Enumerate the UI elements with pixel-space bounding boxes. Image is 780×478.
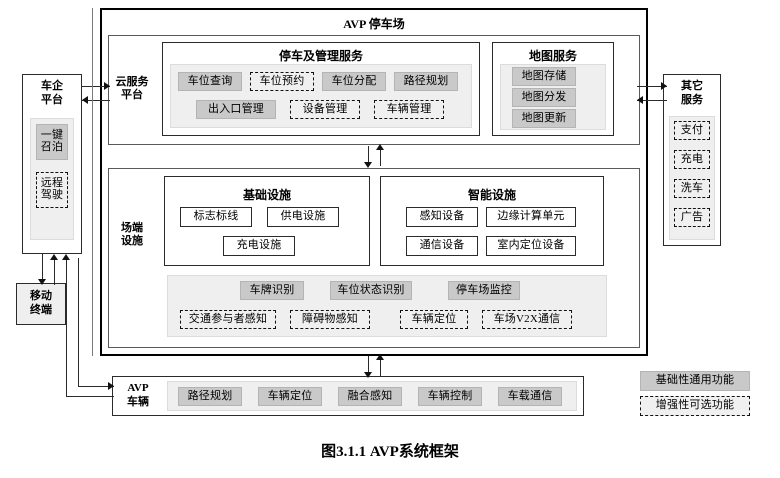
chip-traffic-participant-perception[interactable]: 交通参与者感知 bbox=[180, 310, 276, 329]
chip-charging[interactable]: 充电 bbox=[674, 150, 710, 169]
other-services-label: 其它 服务 bbox=[663, 78, 721, 110]
connector-oem-to-cloud bbox=[82, 86, 110, 87]
chip-plate-recognition[interactable]: 车牌识别 bbox=[240, 281, 304, 300]
chip-car-wash[interactable]: 洗车 bbox=[674, 179, 710, 198]
connector-other-services-to-cloud bbox=[637, 100, 667, 101]
avp-parking-lot-title: AVP 停车场 bbox=[343, 17, 405, 31]
connector-vehicle-to-oem-vertical bbox=[66, 258, 67, 396]
arrowhead-vehicle-to-field bbox=[376, 354, 384, 360]
map-service-box bbox=[492, 42, 614, 136]
oem-platform-label-line1: 车企 bbox=[41, 80, 63, 93]
oem-platform-label-line2: 平台 bbox=[41, 94, 63, 106]
connector-cloud-to-field bbox=[368, 146, 369, 166]
chip-remote-driving[interactable]: 远程 驾驶 bbox=[36, 172, 68, 208]
chip-device-management[interactable]: 设备管理 bbox=[290, 100, 360, 119]
arrowhead-other-services-to-cloud bbox=[637, 96, 643, 104]
chip-one-key-valet-parking[interactable]: 一键 召泊 bbox=[36, 124, 68, 160]
connector-cloud-to-other-services bbox=[637, 86, 667, 87]
basic-facility-title: 基础设施 bbox=[242, 188, 291, 202]
other-services-label-line1: 其它 bbox=[681, 80, 703, 93]
arrowhead-cloud-to-field bbox=[364, 162, 372, 168]
chip-parking-lot-monitoring[interactable]: 停车场监控 bbox=[448, 281, 520, 300]
chip-route-planning[interactable]: 路径规划 bbox=[394, 72, 458, 91]
chip-fusion-perception[interactable]: 融合感知 bbox=[338, 387, 402, 406]
field-facility-label-line1: 场端 bbox=[121, 222, 143, 234]
legend-basic-function: 基础性通用功能 bbox=[640, 371, 750, 391]
chip-power-supply[interactable]: 供电设施 bbox=[267, 207, 339, 227]
chip-vehicle-positioning[interactable]: 车辆定位 bbox=[400, 310, 468, 329]
chip-obstacle-perception[interactable]: 障碍物感知 bbox=[290, 310, 370, 329]
connector-vehicle-to-oem-horizontal bbox=[66, 396, 114, 397]
connector-field-to-vehicle bbox=[368, 356, 369, 376]
cloud-platform-label-line2: 平台 bbox=[121, 89, 143, 102]
chip-vehicle-route-planning[interactable]: 路径规划 bbox=[178, 387, 242, 406]
oem-platform-label: 车企 平台 bbox=[22, 78, 82, 110]
cloud-platform-label-line1: 云服务 bbox=[115, 76, 149, 88]
figure-caption: 图3.1.1 AVP系统框架 bbox=[321, 444, 459, 460]
smart-facility-box bbox=[380, 176, 604, 266]
basic-facility-box bbox=[164, 176, 370, 266]
arrowhead-vehicle-to-oem bbox=[62, 254, 70, 260]
mobile-terminal-label-line1: 移动 bbox=[30, 290, 52, 303]
chip-space-status-recognition[interactable]: 车位状态识别 bbox=[330, 281, 412, 300]
parking-management-service-box bbox=[162, 42, 480, 136]
chip-indoor-positioning-device[interactable]: 室内定位设备 bbox=[486, 236, 576, 256]
chip-perception-device[interactable]: 感知设备 bbox=[406, 207, 478, 227]
connector-mobile-to-vehicle-horizontal bbox=[78, 386, 114, 387]
chip-sign-marking[interactable]: 标志标线 bbox=[180, 207, 252, 227]
arrowhead-oem-to-cloud bbox=[104, 82, 110, 90]
chip-lot-v2x-communication[interactable]: 车场V2X通信 bbox=[482, 310, 572, 329]
field-facility-label-line2: 设施 bbox=[121, 235, 143, 248]
field-facility-label: 场端 设施 bbox=[112, 222, 152, 249]
chip-edge-computing-unit[interactable]: 边缘计算单元 bbox=[486, 207, 576, 227]
chip-parking-query[interactable]: 车位查询 bbox=[178, 72, 242, 91]
chip-vehicle-localization[interactable]: 车辆定位 bbox=[258, 387, 322, 406]
avp-vehicle-label: AVP 车辆 bbox=[114, 380, 162, 412]
cloud-platform-label: 云服务 平台 bbox=[110, 76, 154, 103]
chip-communication-device[interactable]: 通信设备 bbox=[406, 236, 478, 256]
arrowhead-oem-to-mobile bbox=[38, 279, 46, 285]
chip-one-key-valet-parking-line2: 召泊 bbox=[40, 141, 64, 153]
connector-cloud-to-oem bbox=[82, 100, 110, 101]
field-facility-section bbox=[108, 168, 640, 348]
chip-parking-allocation[interactable]: 车位分配 bbox=[322, 72, 386, 91]
avp-parking-lot-frame bbox=[100, 8, 648, 356]
connector-vehicle-to-field bbox=[380, 356, 381, 376]
chip-advertising[interactable]: 广告 bbox=[674, 208, 710, 227]
chip-onboard-communication[interactable]: 车载通信 bbox=[498, 387, 562, 406]
chip-map-distribution[interactable]: 地图分发 bbox=[512, 88, 576, 107]
parking-management-service-title: 停车及管理服务 bbox=[278, 49, 363, 63]
avp-vehicle-label-line1: AVP bbox=[127, 382, 149, 395]
chip-vehicle-control[interactable]: 车辆控制 bbox=[418, 387, 482, 406]
arrowhead-cloud-to-oem bbox=[82, 96, 88, 104]
chip-parking-reservation[interactable]: 车位预约 bbox=[250, 72, 314, 91]
connector-mobile-to-oem-vertical bbox=[54, 258, 55, 285]
chip-remote-driving-line1: 远程 bbox=[40, 177, 64, 190]
chip-payment[interactable]: 支付 bbox=[674, 121, 710, 140]
cloud-platform-section bbox=[108, 35, 640, 145]
smart-facility-title: 智能设施 bbox=[467, 188, 516, 202]
chip-vehicle-management[interactable]: 车辆管理 bbox=[374, 100, 444, 119]
chip-remote-driving-line2: 驾驶 bbox=[40, 189, 64, 201]
chip-charging-facility[interactable]: 充电设施 bbox=[223, 236, 295, 256]
chip-map-update[interactable]: 地图更新 bbox=[512, 109, 576, 128]
legend-optional-function: 增强性可选功能 bbox=[640, 396, 750, 416]
connector-field-to-cloud bbox=[380, 146, 381, 166]
other-services-label-line2: 服务 bbox=[681, 94, 703, 106]
arrowhead-field-to-vehicle bbox=[364, 372, 372, 378]
bus-rail-left bbox=[92, 8, 93, 356]
mobile-terminal-box[interactable]: 移动 终端 bbox=[16, 283, 66, 325]
arrowhead-mobile-to-vehicle bbox=[108, 382, 114, 390]
arrowhead-field-to-cloud bbox=[376, 144, 384, 150]
mobile-terminal-label-line2: 终端 bbox=[30, 304, 52, 316]
map-service-title: 地图服务 bbox=[528, 49, 577, 63]
arrowhead-mobile-to-oem bbox=[50, 254, 58, 260]
arrowhead-cloud-to-other-services bbox=[661, 82, 667, 90]
chip-one-key-valet-parking-line1: 一键 bbox=[40, 129, 64, 142]
connector-oem-to-mobile-vertical bbox=[42, 254, 43, 284]
avp-vehicle-label-line2: 车辆 bbox=[127, 396, 149, 408]
connector-mobile-to-vehicle-vertical bbox=[78, 258, 79, 386]
chip-map-storage[interactable]: 地图存储 bbox=[512, 67, 576, 86]
chip-entrance-exit-management[interactable]: 出入口管理 bbox=[196, 100, 276, 119]
